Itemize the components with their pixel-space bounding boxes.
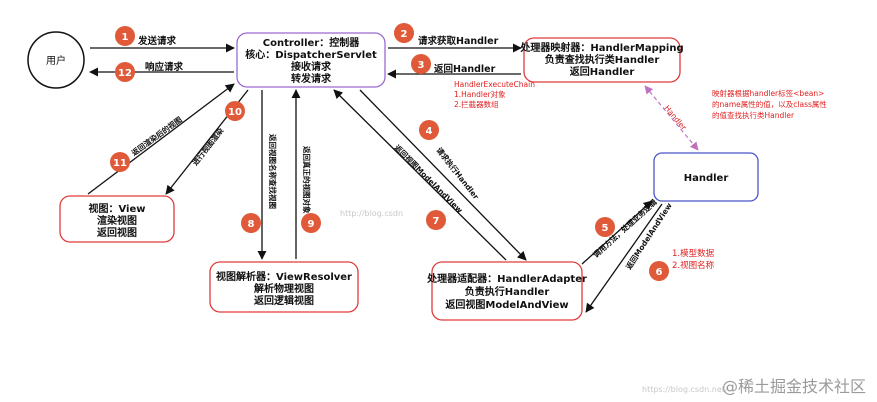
step-badge-10: 10 (225, 101, 245, 121)
controller-line-2: 核心：DispatcherServlet (245, 48, 377, 61)
execution-chain-line-1: HandlerExecuteChain (454, 80, 535, 89)
view-node: 视图：View 渲染视图 返回视图 (59, 195, 175, 243)
user-node: 用户 (27, 31, 85, 89)
edge-label-9: 返回真正的视图对象 (302, 146, 312, 214)
handler-mapping-line-1: 处理器映射器：HandlerMapping (519, 41, 683, 54)
handler-label: Handler (684, 173, 729, 184)
edge-5 (581, 200, 653, 265)
edge-label-7: 返回视图ModelAndView (393, 142, 465, 214)
view-line-1: 视图：View (88, 202, 145, 215)
handler-adapter-line-3: 返回视图ModelAndView (445, 298, 568, 311)
step-badge-3: 3 (411, 54, 431, 74)
mapping-note: 映射器根据handler标签<bean> 的name属性的值，以及class属性… (712, 88, 827, 120)
step-badge-8: 8 (241, 213, 261, 233)
edge-6 (585, 203, 663, 313)
svg-text:10: 10 (228, 107, 242, 118)
svg-text:8: 8 (248, 219, 255, 230)
controller-line-4: 转发请求 (291, 72, 332, 85)
mapping-note-line-3: 的值查找执行类Handler (712, 110, 795, 120)
step-badge-4: 4 (419, 120, 439, 140)
svg-text:7: 7 (433, 216, 440, 227)
svg-text:12: 12 (118, 68, 132, 79)
handler-mapping-node: 处理器映射器：HandlerMapping 负责查找执行类Handler 返回H… (519, 37, 684, 83)
execution-chain-note: HandlerExecuteChain 1.Handler对象 2.拦截器数组 (454, 80, 535, 109)
model-data-line-2: 2.视图名称 (672, 260, 715, 271)
svg-text:5: 5 (602, 223, 609, 234)
svg-text:3: 3 (418, 60, 425, 71)
view-resolver-line-2: 解析物理视图 (254, 282, 314, 295)
view-line-2: 渲染视图 (97, 214, 137, 227)
step-badge-9: 9 (301, 213, 321, 233)
view-resolver-line-1: 视图解析器：ViewResolver (216, 270, 352, 283)
mapping-note-line-2: 的name属性的值，以及class属性 (712, 99, 827, 109)
handler-mapping-line-2: 负责查找执行类Handler (545, 53, 660, 66)
step-badge-5: 5 (595, 217, 615, 237)
handler-adapter-line-2: 负责执行Handler (465, 285, 550, 298)
edge-label-12: 响应请求 (145, 61, 184, 73)
edge-label-11: 返回渲染后的视图 (129, 114, 184, 158)
edge-label-2: 请求获取Handler (418, 35, 499, 47)
execution-chain-line-3: 2.拦截器数组 (454, 99, 499, 109)
user-label: 用户 (46, 54, 66, 67)
handler-adapter-line-1: 处理器适配器：HandlerAdapter (426, 272, 587, 285)
controller-node: Controller：控制器 核心：DispatcherServlet 接收请求… (236, 32, 386, 88)
svg-text:1: 1 (122, 32, 129, 43)
view-resolver-node: 视图解析器：ViewResolver 解析物理视图 返回逻辑视图 (209, 261, 359, 313)
small-watermark: https://blog.csdn.net/ (642, 385, 728, 394)
svg-text:4: 4 (426, 126, 433, 137)
dashed-edge-label: Handler (662, 104, 688, 133)
controller-line-1: Controller：控制器 (263, 36, 360, 49)
handler-mapping-line-3: 返回Handler (570, 65, 635, 78)
svg-text:6: 6 (656, 267, 663, 278)
step-badge-6: 6 (649, 261, 669, 281)
edge-4 (359, 89, 527, 261)
edge-label-3: 返回Handler (434, 63, 496, 75)
step-badge-2: 2 (394, 23, 414, 43)
brand-watermark: @稀土掘金技术社区 (722, 377, 866, 396)
step-badge-7: 7 (426, 210, 446, 230)
svg-text:9: 9 (308, 219, 315, 230)
edge-11 (87, 83, 235, 195)
execution-chain-line-2: 1.Handler对象 (454, 89, 506, 99)
model-data-line-1: 1.模型数据 (672, 248, 715, 259)
edge-label-10: 进行视图渲染 (190, 125, 226, 167)
svg-text:11: 11 (113, 158, 127, 169)
handler-node: Handler (653, 152, 759, 202)
edge-7 (333, 89, 507, 261)
step-badge-12: 12 (115, 62, 135, 82)
edge-label-8: 返回视图名称查找视图 (268, 134, 278, 209)
blog-watermark: http://blog.csdn (340, 209, 403, 218)
view-line-3: 返回视图 (97, 226, 137, 239)
svg-text:2: 2 (401, 29, 408, 40)
step-badge-1: 1 (115, 26, 135, 46)
mapping-note-line-1: 映射器根据handler标签<bean> (712, 88, 824, 98)
edge-label-1: 发送请求 (137, 35, 177, 47)
view-resolver-line-3: 返回逻辑视图 (254, 294, 314, 307)
step-badge-11: 11 (110, 152, 130, 172)
model-data-note: 1.模型数据 2.视图名称 (672, 248, 715, 271)
controller-line-3: 接收请求 (291, 60, 332, 73)
handler-adapter-node: 处理器适配器：HandlerAdapter 负责执行Handler 返回视图Mo… (426, 261, 587, 321)
